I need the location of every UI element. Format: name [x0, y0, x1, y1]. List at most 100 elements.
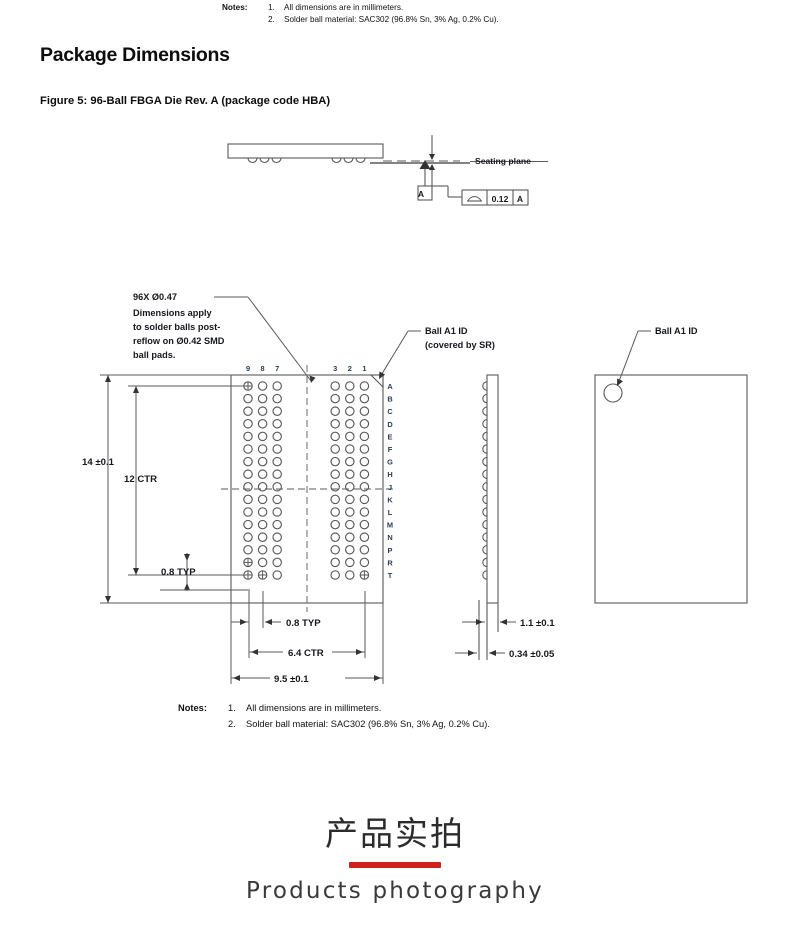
edge-solder-ball-R	[482, 557, 488, 568]
solder-ball-J8	[257, 482, 268, 492]
figure-title: Figure 5: 96-Ball FBGA Die Rev. A (packa…	[40, 95, 331, 107]
page-title: Package Dimensions	[40, 44, 230, 66]
solder-ball-L2	[345, 507, 355, 517]
cross-section-view	[227, 143, 548, 164]
edge-solder-ball-J	[482, 482, 488, 492]
edge-solder-ball-T	[482, 570, 488, 580]
ball-callout-note-line-2: to solder balls post-	[133, 322, 220, 332]
dim-pitch-horizontal	[231, 591, 281, 628]
solder-ball-R7	[272, 557, 282, 568]
solder-ball-H3	[330, 469, 340, 479]
solder-ball-J1	[359, 482, 370, 492]
datum-a-symbol	[417, 160, 433, 201]
edge-solder-ball-H	[482, 469, 488, 479]
seating-plane-label: Seating plane	[475, 156, 531, 166]
bottom-notes: Notes: 1. All dimensions are in millimet…	[178, 700, 490, 732]
top-note-text: All dimensions are in millimeters.	[284, 3, 404, 12]
bottom-note-number: 2.	[228, 719, 236, 729]
solder-ball-L7	[272, 507, 282, 517]
flatness-icon	[467, 196, 482, 202]
solder-ball-H1	[359, 469, 370, 479]
row-label-C: C	[387, 407, 393, 416]
solder-ball-J3	[330, 482, 340, 492]
promo-headline-chinese: 产品实拍	[325, 814, 465, 853]
bottom-note-row: Notes: 1. All dimensions are in millimet…	[178, 700, 490, 716]
bottom-notes-label: Notes:	[178, 703, 207, 713]
dim-ball-height	[455, 650, 505, 656]
row-label-H: H	[387, 470, 392, 479]
edge-solder-ball-E	[482, 431, 488, 442]
row-label-M: M	[387, 521, 393, 530]
top-note-number: 2.	[268, 15, 275, 24]
dim-width-overall-label: 9.5 ±0.1	[274, 674, 309, 685]
solder-ball-A1	[359, 381, 370, 391]
solder-ball-P1	[359, 545, 370, 555]
solder-ball-B3	[330, 393, 340, 404]
solder-ball-C1	[359, 406, 370, 416]
solder-ball-G8	[257, 456, 268, 467]
ball-callout-note-line-3: reflow on Ø0.42 SMD	[133, 336, 225, 346]
edge-solder-balls	[482, 381, 488, 580]
solder-ball-P7	[272, 545, 282, 555]
row-label-A: A	[387, 382, 393, 391]
promo-divider-bar	[349, 862, 441, 868]
ball-callout-note-line-4: ball pads.	[133, 350, 175, 360]
solder-ball-R2	[345, 557, 355, 568]
row-label-E: E	[388, 432, 393, 441]
edge-view	[478, 374, 499, 660]
solder-ball-B7	[272, 393, 282, 404]
bottom-note-text: All dimensions are in millimeters.	[246, 703, 382, 713]
dim-ball-height-label: 0.34 ±0.05	[509, 649, 555, 660]
solder-ball-D2	[345, 419, 355, 429]
datum-ball-marker-T8	[258, 570, 267, 580]
row-label-N: N	[387, 533, 392, 542]
top-notes-label: Notes:	[222, 3, 248, 12]
solder-ball-M9	[243, 519, 253, 530]
solder-ball-P9	[243, 545, 253, 555]
datum-ball-marker-R9	[243, 558, 253, 567]
solder-ball-J2	[345, 482, 355, 492]
solder-ball-A3	[330, 381, 340, 391]
ball-a1-id-sublabel: (covered by SR)	[425, 340, 495, 350]
solder-ball-L9	[243, 507, 253, 517]
promo-headline-english: Products photography	[246, 878, 544, 904]
dim-width-overall	[230, 603, 384, 684]
column-label-7: 7	[275, 364, 279, 373]
feature-control-frame	[461, 189, 529, 206]
solder-ball-H2	[345, 469, 355, 479]
solder-ball-N2	[345, 532, 355, 542]
dim-width-ctr	[248, 591, 366, 658]
ball-a1-id-leader-top	[617, 330, 651, 386]
solder-ball-M2	[345, 519, 355, 530]
solder-ball-N7	[272, 532, 282, 542]
top-notes: Notes: 1. All dimensions are in millimet…	[222, 2, 499, 26]
edge-solder-ball-D	[482, 419, 488, 429]
solder-ball-D9	[243, 419, 253, 429]
promo-block: 产品实拍 Products photography	[0, 812, 790, 904]
datum-ball-marker-T1	[360, 570, 369, 580]
edge-solder-ball-F	[482, 444, 488, 454]
solder-ball-G1	[359, 456, 370, 467]
solder-ball-N3	[330, 532, 340, 542]
bottom-note-row: 2. Solder ball material: SAC302 (96.8% S…	[178, 716, 490, 732]
solder-ball-M8	[257, 519, 268, 530]
dim-height-overall	[100, 374, 231, 604]
a1-corner-chamfer	[369, 374, 384, 389]
dim-pitch-vertical-label: 0.8 TYP	[161, 567, 196, 578]
row-label-D: D	[387, 420, 393, 429]
dim-height-overall-label: 14 ±0.1	[82, 457, 115, 468]
bottom-note-text: Solder ball material: SAC302 (96.8% Sn, …	[246, 719, 490, 729]
dim-width-ctr-label: 6.4 CTR	[288, 648, 324, 659]
solder-ball-F8	[257, 444, 268, 454]
edge-solder-ball-C	[482, 406, 488, 416]
solder-ball-H8	[257, 469, 268, 479]
solder-ball-A8	[257, 381, 268, 391]
edge-solder-ball-K	[482, 494, 488, 505]
flatness-arrows	[429, 135, 462, 198]
column-label-8: 8	[261, 364, 265, 373]
ball-a1-id-label-top: Ball A1 ID	[655, 326, 698, 336]
